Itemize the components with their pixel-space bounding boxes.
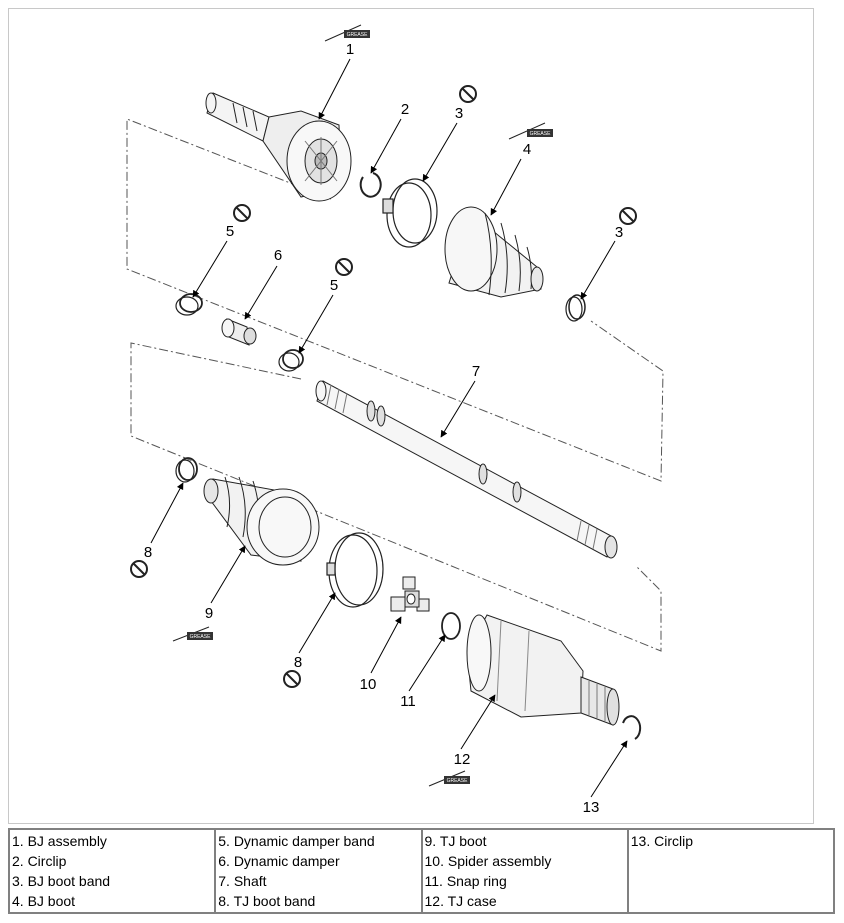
- no-reuse-icon: [283, 670, 301, 688]
- legend-item: 3. BJ boot band: [12, 873, 111, 889]
- bj-boot-band: [382, 178, 438, 248]
- group-outline-upper: [126, 118, 664, 482]
- circlip-bj: [359, 172, 382, 198]
- legend-column-4: 13. Circlip: [626, 828, 836, 914]
- no-reuse-icons: [130, 85, 637, 688]
- svg-text:GREASE: GREASE: [347, 32, 369, 38]
- bj-boot-band-small: [565, 294, 586, 322]
- legend-item: 1. BJ assembly: [12, 833, 107, 849]
- callout-labels: 1 2 3 4 3 5 6 5 7 8 9 8 10 11 12 13: [144, 41, 623, 816]
- svg-text:GREASE: GREASE: [530, 131, 552, 137]
- grease-icon-9: GREASE: [172, 626, 213, 642]
- snap-ring: [441, 612, 461, 640]
- legend-item: 2. Circlip: [12, 853, 67, 869]
- dynamic-damper: [221, 318, 257, 346]
- tj-boot-band-large: [326, 532, 384, 608]
- tj-boot-band-small: [175, 457, 198, 483]
- callout-13: 13: [583, 799, 600, 816]
- exploded-view-diagram: 1 2 3 4 3 5 6 5 7 8 9 8 10 11 12 13 GREA…: [8, 8, 814, 824]
- legend-item: 8. TJ boot band: [218, 893, 316, 909]
- no-reuse-icon: [459, 85, 477, 103]
- callout-1: 1: [346, 41, 354, 58]
- parts-legend-table: 1. BJ assembly 2. Circlip 3. BJ boot ban…: [7, 828, 836, 914]
- legend-column-1: 1. BJ assembly 2. Circlip 3. BJ boot ban…: [7, 828, 217, 914]
- legend-item: 4. BJ boot: [12, 893, 76, 909]
- shaft: [315, 380, 618, 559]
- legend-item: 12. TJ case: [424, 893, 497, 909]
- callout-5-right: 5: [330, 277, 338, 294]
- no-reuse-icon: [619, 207, 637, 225]
- callout-10: 10: [360, 676, 377, 693]
- callout-2: 2: [401, 101, 409, 118]
- legend-column-3: 9. TJ boot 10. Spider assembly 11. Snap …: [420, 828, 629, 914]
- leader-lines: [150, 58, 628, 798]
- callout-6: 6: [274, 247, 282, 264]
- callout-5-left: 5: [226, 223, 234, 240]
- bj-boot: [444, 206, 544, 298]
- legend-item: 5. Dynamic damper band: [218, 833, 375, 849]
- tj-boot: [203, 476, 320, 566]
- legend-item: 10. Spider assembly: [424, 853, 552, 869]
- callout-11: 11: [400, 693, 416, 710]
- grease-icon-12: GREASE: [428, 770, 470, 787]
- no-reuse-icon: [130, 560, 148, 578]
- legend-item: 6. Dynamic damper: [218, 853, 340, 869]
- no-reuse-icon: [233, 204, 251, 222]
- svg-text:GREASE: GREASE: [190, 634, 212, 640]
- callout-3-right: 3: [615, 224, 623, 241]
- callout-9: 9: [205, 605, 213, 622]
- no-reuse-icon: [335, 258, 353, 276]
- circlip-tj: [622, 715, 642, 740]
- callout-4: 4: [523, 141, 531, 158]
- callout-7: 7: [472, 363, 480, 380]
- tj-case: [466, 614, 620, 726]
- grease-icon-4: GREASE: [508, 122, 553, 140]
- callout-8-left: 8: [144, 544, 152, 561]
- callout-12: 12: [454, 751, 471, 768]
- dynamic-damper-band-right: [278, 349, 304, 372]
- legend-item: 7. Shaft: [218, 873, 267, 889]
- legend-item: 11. Snap ring: [424, 873, 507, 889]
- callout-3-bj: 3: [455, 105, 463, 122]
- legend-item: 9. TJ boot: [424, 833, 487, 849]
- dynamic-damper-band-left: [175, 293, 203, 316]
- group-outline-lower: [130, 342, 662, 652]
- spider-assembly: [390, 576, 430, 612]
- legend-column-2: 5. Dynamic damper band 6. Dynamic damper…: [214, 828, 423, 914]
- callout-8-lower: 8: [294, 654, 302, 671]
- grease-icon-1: GREASE: [324, 24, 370, 42]
- svg-text:GREASE: GREASE: [447, 778, 469, 784]
- legend-item: 13. Circlip: [630, 833, 693, 849]
- bj-assembly: [205, 92, 352, 202]
